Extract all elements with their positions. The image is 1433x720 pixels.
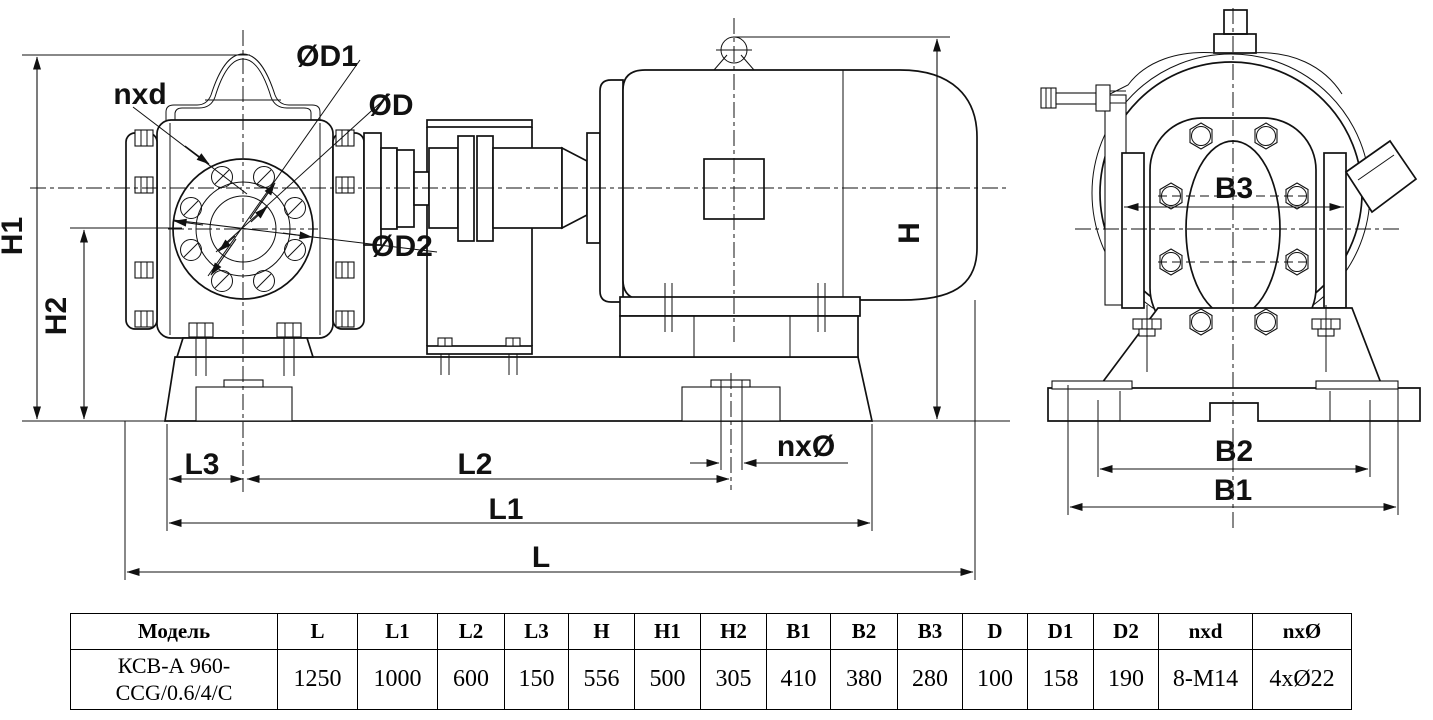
dim-label-h: H [893,222,926,244]
top-stem [1223,9,1248,35]
cell-h: 556 [568,649,635,710]
col-header-b1: B1 [766,613,831,650]
dim-label-h2: H2 [40,297,73,335]
motor [619,36,978,358]
dim-label-nxo: nxØ [777,430,835,463]
col-header-d1: D1 [1027,613,1094,650]
table-header-row: Модель L L1 L2 L3 H H1 H2 B1 B2 B3 D D1 … [70,613,1352,650]
cell-l2: 600 [437,649,505,710]
dim-label-od: ØD [369,89,414,122]
col-header-nxo: nxØ [1252,613,1352,650]
cell-nxo: 4xØ22 [1252,649,1352,710]
side-view-dimensions: nxd ØD1 ØD ØD2 H1 H2 H L3 L2 L1 L nxØ [0,36,976,580]
cell-l: 1250 [277,649,358,710]
col-header-h2: H2 [700,613,767,650]
pump-technical-drawing: nxd ØD1 ØD ØD2 H1 H2 H L3 L2 L1 L nxØ [0,8,1421,580]
col-header-b3: B3 [897,613,963,650]
col-header-h1: H1 [634,613,701,650]
dim-label-l1: L1 [488,493,523,526]
dim-label-l2: L2 [457,448,492,481]
cell-l1: 1000 [357,649,438,710]
cell-b2: 380 [830,649,898,710]
col-header-d: D [962,613,1028,650]
cell-d: 100 [962,649,1028,710]
side-spout [1344,139,1418,214]
cell-h1: 500 [634,649,701,710]
dim-label-l3: L3 [184,448,219,481]
col-header-l1: L1 [357,613,438,650]
front-base [1047,305,1421,422]
dimensions-table: Модель L L1 L2 L3 H H1 H2 B1 B2 B3 D D1 … [70,613,1352,710]
col-header-l2: L2 [437,613,505,650]
cell-l3: 150 [504,649,569,710]
col-header-l3: L3 [504,613,569,650]
dim-label-h1: H1 [0,217,29,255]
cell-model: КСВ-А 960-CCG/0.6/4/С [70,649,278,710]
col-header-l: L [277,613,358,650]
col-header-nxd: nxd [1158,613,1253,650]
dim-label-nxd: nxd [113,78,166,111]
cell-d2: 190 [1093,649,1159,710]
dim-label-b2: B2 [1215,435,1253,468]
dim-label-b3: B3 [1215,172,1253,205]
table-row: КСВ-А 960-CCG/0.6/4/С 1250 1000 600 150 … [70,649,1352,710]
cell-h2: 305 [700,649,767,710]
front-view-dimensions: B3 B2 B1 [1067,172,1399,515]
dim-label-od2: ØD2 [371,230,433,263]
dim-label-l: L [532,541,550,574]
cell-nxd: 8-M14 [1158,649,1253,710]
baseplate [22,356,1010,490]
side-view: nxd ØD1 ØD ØD2 H1 H2 H L3 L2 L1 L nxØ [0,18,1010,580]
col-header-d2: D2 [1093,613,1159,650]
cell-b3: 280 [897,649,963,710]
relief-valve-screw [1040,84,1126,112]
col-header-h: H [568,613,635,650]
dim-label-od1: ØD1 [296,40,358,73]
centerlines [30,18,1010,492]
front-view: B3 B2 B1 [1040,8,1421,530]
col-header-model: Модель [70,613,278,650]
cell-b1: 410 [766,649,831,710]
col-header-b2: B2 [830,613,898,650]
dim-label-b1: B1 [1214,474,1252,507]
cell-d1: 158 [1027,649,1094,710]
